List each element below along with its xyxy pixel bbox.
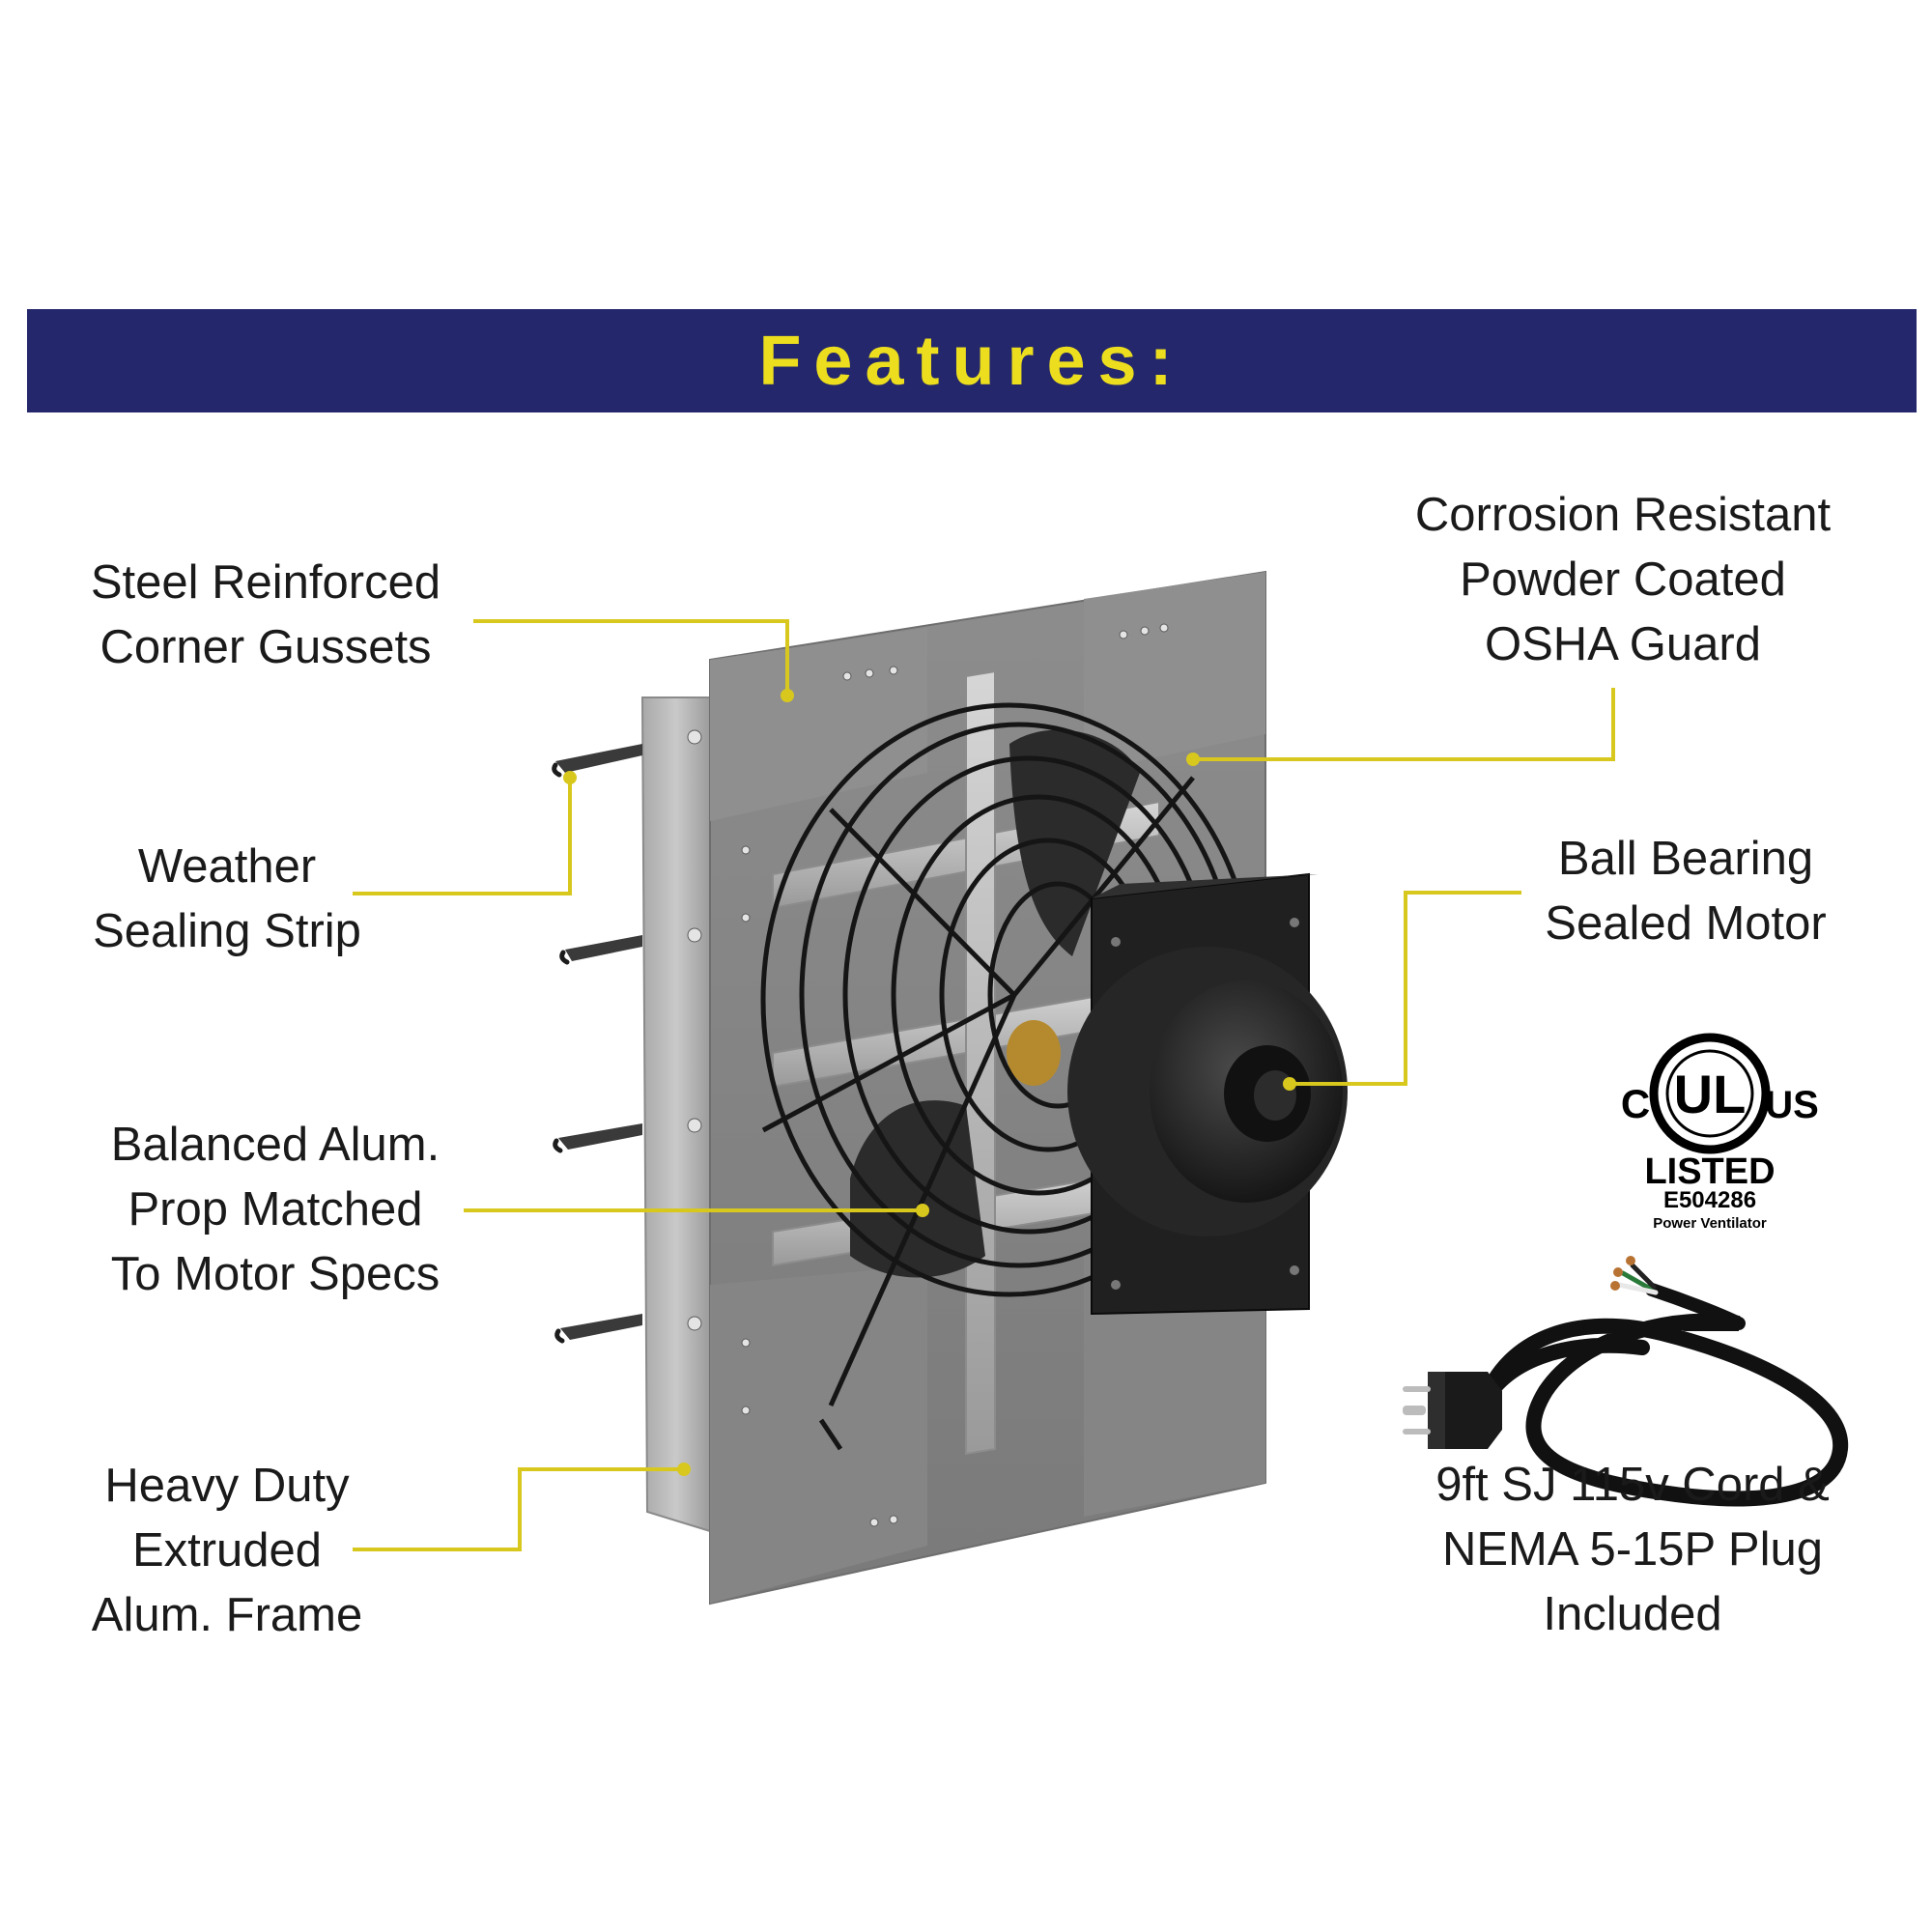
- callout-line: NEMA 5-15P Plug: [1441, 1523, 1824, 1576]
- callout-line: Prop Matched: [128, 1183, 423, 1236]
- ul-center-text: UL: [1674, 1064, 1747, 1124]
- callout-line: Balanced Alum.: [110, 1119, 440, 1171]
- callout-line: Weather: [137, 840, 317, 893]
- callout-line: Extruded: [131, 1524, 323, 1577]
- callout-steel-gussets: Steel Reinforced Corner Gussets: [68, 551, 464, 680]
- callout-line: Sealing Strip: [93, 905, 361, 957]
- leader-lines: [353, 619, 1615, 1551]
- power-cord-plug-icon: [1403, 1256, 1849, 1507]
- callout-line: Steel Reinforced: [90, 556, 441, 609]
- callout-power-cord: 9ft SJ 115v Cord & NEMA 5-15P Plug Inclu…: [1391, 1453, 1874, 1647]
- callout-line: To Motor Specs: [110, 1248, 440, 1300]
- leader-dots: [563, 689, 1296, 1476]
- callout-line: Heavy Duty: [104, 1460, 350, 1512]
- banner-title: Features:: [758, 322, 1185, 400]
- callout-line: Included: [1543, 1588, 1722, 1640]
- callout-line: Corner Gussets: [99, 621, 432, 673]
- ul-left-text: C: [1621, 1081, 1650, 1126]
- callout-line: Alum. Frame: [91, 1589, 363, 1641]
- ul-category: Power Ventilator: [1653, 1215, 1767, 1232]
- ul-listed-text: LISTED: [1644, 1151, 1775, 1192]
- ul-listed-mark-icon: UL C US LISTED E504286 Power Ventilator: [1621, 1033, 1819, 1232]
- callout-line: 9ft SJ 115v Cord &: [1435, 1459, 1830, 1511]
- callout-weather-strip: Weather Sealing Strip: [68, 835, 386, 964]
- ul-file-number: E504286: [1663, 1187, 1756, 1213]
- callout-balanced-prop: Balanced Alum. Prop Matched To Motor Spe…: [82, 1113, 469, 1307]
- ul-right-text: US: [1765, 1084, 1819, 1126]
- callout-osha-guard: Corrosion Resistant Powder Coated OSHA G…: [1381, 483, 1864, 677]
- callout-line: Powder Coated: [1460, 554, 1786, 606]
- callout-extruded-frame: Heavy Duty Extruded Alum. Frame: [68, 1454, 386, 1648]
- callout-line: OSHA Guard: [1485, 618, 1761, 670]
- callout-sealed-motor: Ball Bearing Sealed Motor: [1512, 827, 1860, 956]
- callout-line: Sealed Motor: [1545, 897, 1827, 950]
- exhaust-fan-illustration: [552, 570, 1348, 1605]
- features-banner: Features:: [27, 309, 1917, 412]
- callout-line: Ball Bearing: [1557, 833, 1814, 885]
- callout-line: Corrosion Resistant: [1414, 489, 1832, 541]
